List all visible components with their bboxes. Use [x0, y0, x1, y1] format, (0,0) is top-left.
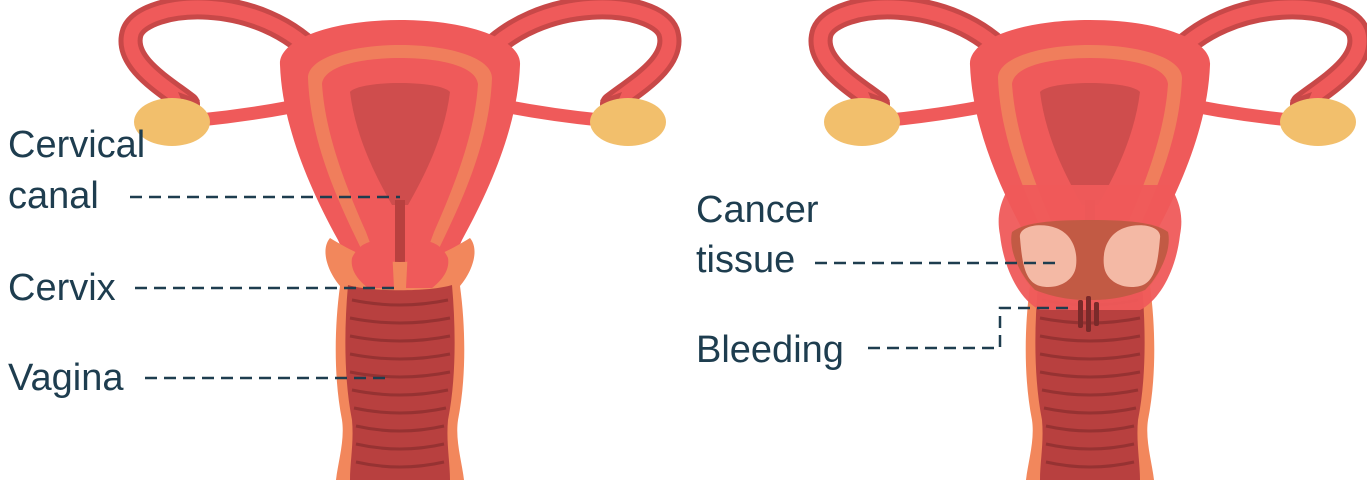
label-cancer-tissue-line2: tissue: [696, 240, 795, 280]
label-cervix: Cervix: [8, 268, 116, 308]
label-cervical-canal-line1: Cervical: [8, 125, 145, 165]
label-cancer-tissue-line1: Cancer: [696, 190, 819, 230]
cancer-uterus: [821, 7, 1360, 480]
label-cervical-canal-line2: canal: [8, 176, 99, 216]
label-vagina: Vagina: [8, 358, 124, 398]
healthy-uterus: [131, 7, 670, 480]
label-bleeding: Bleeding: [696, 330, 844, 370]
